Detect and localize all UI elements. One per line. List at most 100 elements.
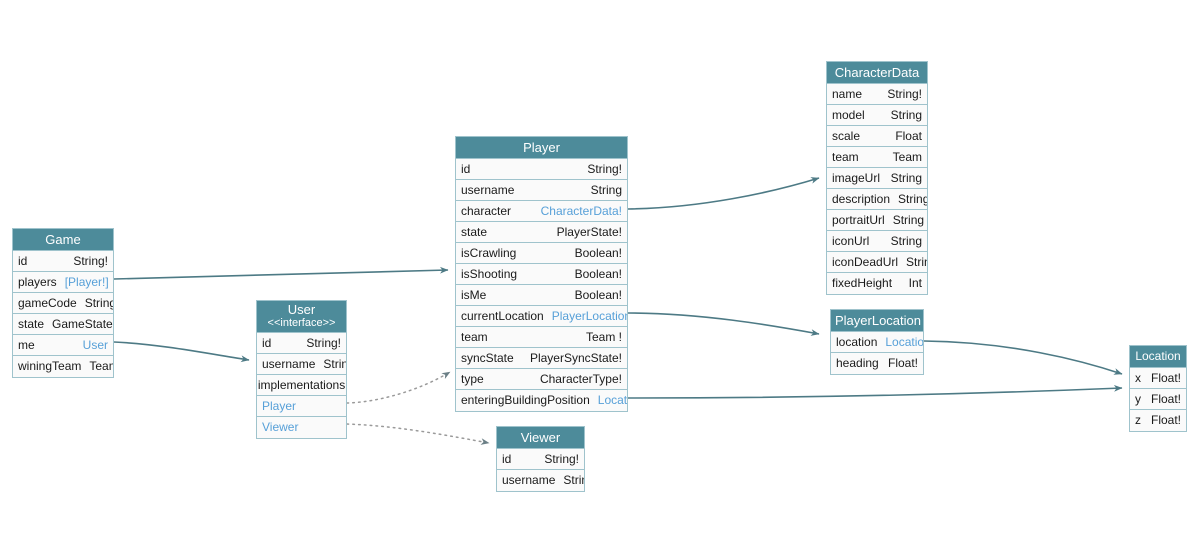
field-name: location xyxy=(836,334,878,349)
edge-user-implements-viewer xyxy=(346,423,490,445)
field-name: iconDeadUrl xyxy=(832,254,899,269)
table-row[interactable]: id String! xyxy=(13,251,113,272)
field-type[interactable]: PlayerLocation! xyxy=(551,308,627,323)
field-type[interactable]: User xyxy=(82,337,108,352)
implementation-viewer[interactable]: Viewer xyxy=(262,420,299,434)
field-type: PlayerState! xyxy=(556,224,622,239)
table-row[interactable]: username String xyxy=(257,354,346,375)
field-name: id xyxy=(461,161,471,176)
table-row[interactable]: id String! xyxy=(456,159,627,180)
table-row[interactable]: username String xyxy=(456,180,627,201)
list-item[interactable]: Player xyxy=(257,396,346,417)
entity-playerlocation[interactable]: PlayerLocation location Location! headin… xyxy=(830,309,924,375)
field-name: id xyxy=(18,253,28,268)
table-row[interactable]: isCrawling Boolean! xyxy=(456,243,627,264)
edge-game-me-to-user xyxy=(113,341,250,363)
table-row[interactable]: id String! xyxy=(497,449,584,470)
table-row[interactable]: isShooting Boolean! xyxy=(456,264,627,285)
field-type[interactable]: [Player!] xyxy=(64,274,109,289)
field-name: state xyxy=(461,224,488,239)
entity-characterdata[interactable]: CharacterData name String! model String … xyxy=(826,61,928,295)
table-row[interactable]: scale Float xyxy=(827,126,927,147)
table-row[interactable]: iconUrl String xyxy=(827,231,927,252)
field-name: description xyxy=(832,191,891,206)
table-row[interactable]: iconDeadUrl String xyxy=(827,252,927,273)
field-type[interactable]: Location xyxy=(597,393,627,407)
table-row[interactable]: name String! xyxy=(827,84,927,105)
field-name: heading xyxy=(836,356,879,370)
table-row[interactable]: team Team xyxy=(827,147,927,168)
table-row[interactable]: imageUrl String xyxy=(827,168,927,189)
field-name: gameCode xyxy=(18,295,77,310)
field-name: z xyxy=(1135,413,1141,427)
field-name: state xyxy=(18,316,45,331)
field-name: iconUrl xyxy=(832,233,870,248)
field-name: name xyxy=(832,86,863,101)
table-row[interactable]: type CharacterType! xyxy=(456,369,627,390)
table-row[interactable]: x Float! xyxy=(1130,368,1186,389)
table-row[interactable]: currentLocation PlayerLocation! xyxy=(456,306,627,327)
field-type: String xyxy=(898,191,927,206)
table-row[interactable]: y Float! xyxy=(1130,389,1186,410)
list-item[interactable]: Viewer xyxy=(257,417,346,438)
field-type: Boolean! xyxy=(574,245,622,260)
field-type: Float xyxy=(895,128,922,143)
table-row[interactable]: character CharacterData! xyxy=(456,201,627,222)
entity-viewer-title: Viewer xyxy=(497,427,584,449)
field-type: String xyxy=(890,170,922,185)
field-name: username xyxy=(262,356,316,371)
edge-player-character-to-characterdata xyxy=(627,177,820,210)
entity-characterdata-title: CharacterData xyxy=(827,62,927,84)
table-row[interactable]: description String xyxy=(827,189,927,210)
field-type: Float! xyxy=(887,356,918,370)
table-row[interactable]: state PlayerState! xyxy=(456,222,627,243)
table-row[interactable]: state GameState! xyxy=(13,314,113,335)
table-row[interactable]: fixedHeight Int xyxy=(827,273,927,294)
table-row[interactable]: portraitUrl String xyxy=(827,210,927,231)
table-row[interactable]: team Team ! xyxy=(456,327,627,348)
field-name: id xyxy=(262,335,272,350)
field-type: Team xyxy=(89,359,113,373)
entity-game[interactable]: Game id String! players [Player!] gameCo… xyxy=(12,228,114,378)
table-row[interactable]: id String! xyxy=(257,333,346,354)
field-type[interactable]: Location! xyxy=(885,334,923,349)
field-name: x xyxy=(1135,370,1141,385)
table-row[interactable]: z Float! xyxy=(1130,410,1186,431)
entity-location[interactable]: Location x Float! y Float! z Float! xyxy=(1129,345,1187,432)
field-name: id xyxy=(502,451,512,466)
entity-user-stereotype: <<interface>> xyxy=(267,317,336,329)
implementation-player[interactable]: Player xyxy=(262,398,297,413)
table-row[interactable]: me User xyxy=(13,335,113,356)
edge-player-enteringbuildingposition-to-location xyxy=(627,384,1123,399)
table-row[interactable]: players [Player!] xyxy=(13,272,113,293)
table-row[interactable]: isMe Boolean! xyxy=(456,285,627,306)
field-name: team xyxy=(461,329,488,344)
entity-user-title: User <<interface>> xyxy=(257,301,346,333)
field-name: imageUrl xyxy=(832,170,881,185)
field-type: String xyxy=(890,107,922,122)
field-type: String xyxy=(906,254,927,269)
table-row[interactable]: enteringBuildingPosition Location xyxy=(456,390,627,411)
edge-player-currentlocation-to-playerlocation xyxy=(627,312,820,336)
table-row[interactable]: location Location! xyxy=(831,332,923,353)
entity-player[interactable]: Player id String! username String charac… xyxy=(455,136,628,412)
field-type: Int xyxy=(908,276,922,290)
entity-viewer[interactable]: Viewer id String! username String xyxy=(496,426,585,492)
field-name: model xyxy=(832,107,865,122)
field-name: winingTeam xyxy=(18,359,82,373)
field-name: username xyxy=(461,182,515,197)
field-type[interactable]: CharacterData! xyxy=(540,203,622,218)
field-name: syncState xyxy=(461,350,514,365)
table-row[interactable]: model String xyxy=(827,105,927,126)
field-name: type xyxy=(461,371,484,386)
field-type: GameState! xyxy=(52,316,113,331)
field-name: username xyxy=(502,473,556,487)
field-name: enteringBuildingPosition xyxy=(461,393,590,407)
table-row[interactable]: syncState PlayerSyncState! xyxy=(456,348,627,369)
table-row[interactable]: username String xyxy=(497,470,584,491)
table-row[interactable]: gameCode String! xyxy=(13,293,113,314)
table-row[interactable]: winingTeam Team xyxy=(13,356,113,377)
table-row[interactable]: heading Float! xyxy=(831,353,923,374)
entity-user[interactable]: User <<interface>> id String! username S… xyxy=(256,300,347,439)
